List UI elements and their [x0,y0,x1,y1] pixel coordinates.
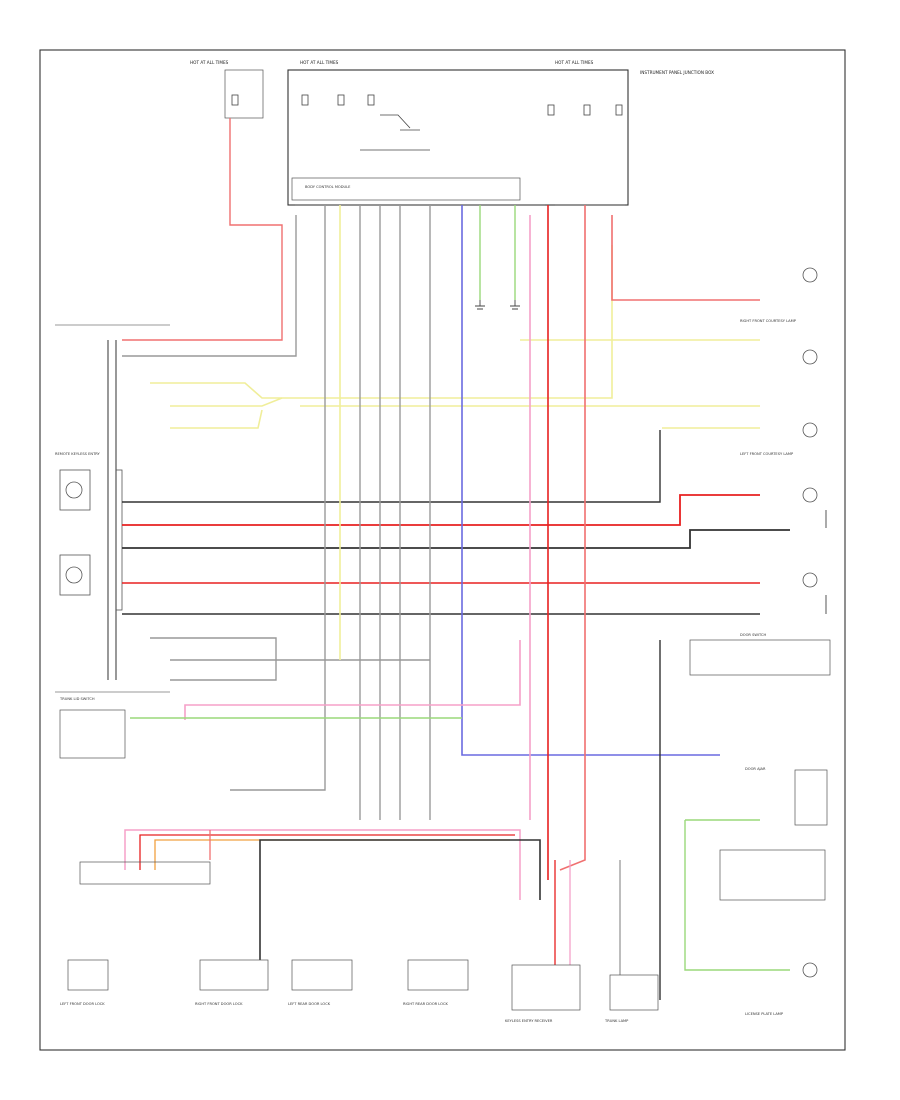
bottom-harness [124,829,621,975]
wire-gray-2 [150,637,277,660]
label-bcm: BODY CONTROL MODULE [305,185,351,189]
body-control-module [291,177,521,201]
lamp-icon [802,422,818,438]
lamp-icon [802,349,818,365]
left-rear-door-lock-box [291,959,353,991]
labels: HOT AT ALL TIMES HOT AT ALL TIMES HOT AT… [55,60,797,1023]
wire-red-white-1 [122,118,283,341]
lamp-icon [65,481,83,499]
ground-symbols [475,300,827,614]
internal-relay [360,114,430,151]
lamp-icon [802,267,818,283]
bcm-lower-connector [79,861,211,885]
label-lf-lock: LEFT FRONT DOOR LOCK [60,1002,105,1006]
harness-trunk-left [107,340,117,680]
trunk-lid-switch-box [59,709,126,759]
wire-gray-1 [122,215,297,357]
wire-yellow-3 [170,409,263,429]
wire-black-1 [122,430,661,503]
wire-green-loop [684,820,790,971]
trunk-lamp-box [609,974,659,1011]
label-license-lamp: LICENSE PLATE LAMP [745,1012,784,1016]
wire-yellow-2 [170,397,283,407]
wire-black-2 [122,529,790,549]
label-rke: REMOTE KEYLESS ENTRY [55,452,101,456]
label-hot-left: HOT AT ALL TIMES [190,60,229,65]
wires-horizontal [122,118,790,681]
lamp-icon [65,566,83,584]
label-hot-right: HOT AT ALL TIMES [555,60,594,65]
right-rear-door-lock-box [407,959,469,991]
harness-connector-strip [115,469,123,611]
left-front-door-lock-box [67,959,109,991]
label-ipjb: INSTRUMENT PANEL JUNCTION BOX [640,70,714,75]
label-trunk-switch: TRUNK LID SWITCH [59,697,95,701]
wire-gray-v1 [230,205,326,791]
wire-red-white-v1 [559,205,586,871]
door-switch-box [689,639,831,676]
wires-vertical [130,205,790,1000]
wire-red-white-v2 [611,215,760,301]
label-lr-lock: LEFT REAR DOOR LOCK [288,1002,331,1006]
lamp-symbols [59,267,818,978]
fuse-block-left [224,69,264,119]
label-rf-courtesy: RIGHT FRONT COURTESY LAMP [740,319,797,323]
license-lamp-box [719,849,826,901]
lamp-icon [802,487,818,503]
label-door-ajar: DOOR AJAR [745,767,766,771]
components [59,639,831,1011]
wire-gray-4 [170,660,277,681]
right-front-door-lock-box [199,959,269,991]
lamp-icon [802,962,818,978]
wire-blue-v1 [461,205,720,756]
wire-red-1 [122,494,760,526]
label-trunk-lamp: TRUNK LAMP [604,1019,629,1023]
keyless-receiver-box [511,964,581,1011]
label-rr-lock: RIGHT REAR DOOR LOCK [403,1002,449,1006]
label-lf-courtesy: LEFT FRONT COURTESY LAMP [740,452,794,456]
label-hot-mid: HOT AT ALL TIMES [300,60,339,65]
wire-pink-h [184,640,521,720]
label-keyless: KEYLESS ENTRY RECEIVER [505,1019,553,1023]
diagram-frame [39,49,846,1051]
label-door-switch: DOOR SWITCH [740,633,766,637]
label-rf-lock: RIGHT FRONT DOOR LOCK [195,1002,243,1006]
lamp-icon [802,572,818,588]
door-ajar-box [794,769,828,826]
fuses [231,94,623,116]
wire-yellow-1 [150,245,613,399]
